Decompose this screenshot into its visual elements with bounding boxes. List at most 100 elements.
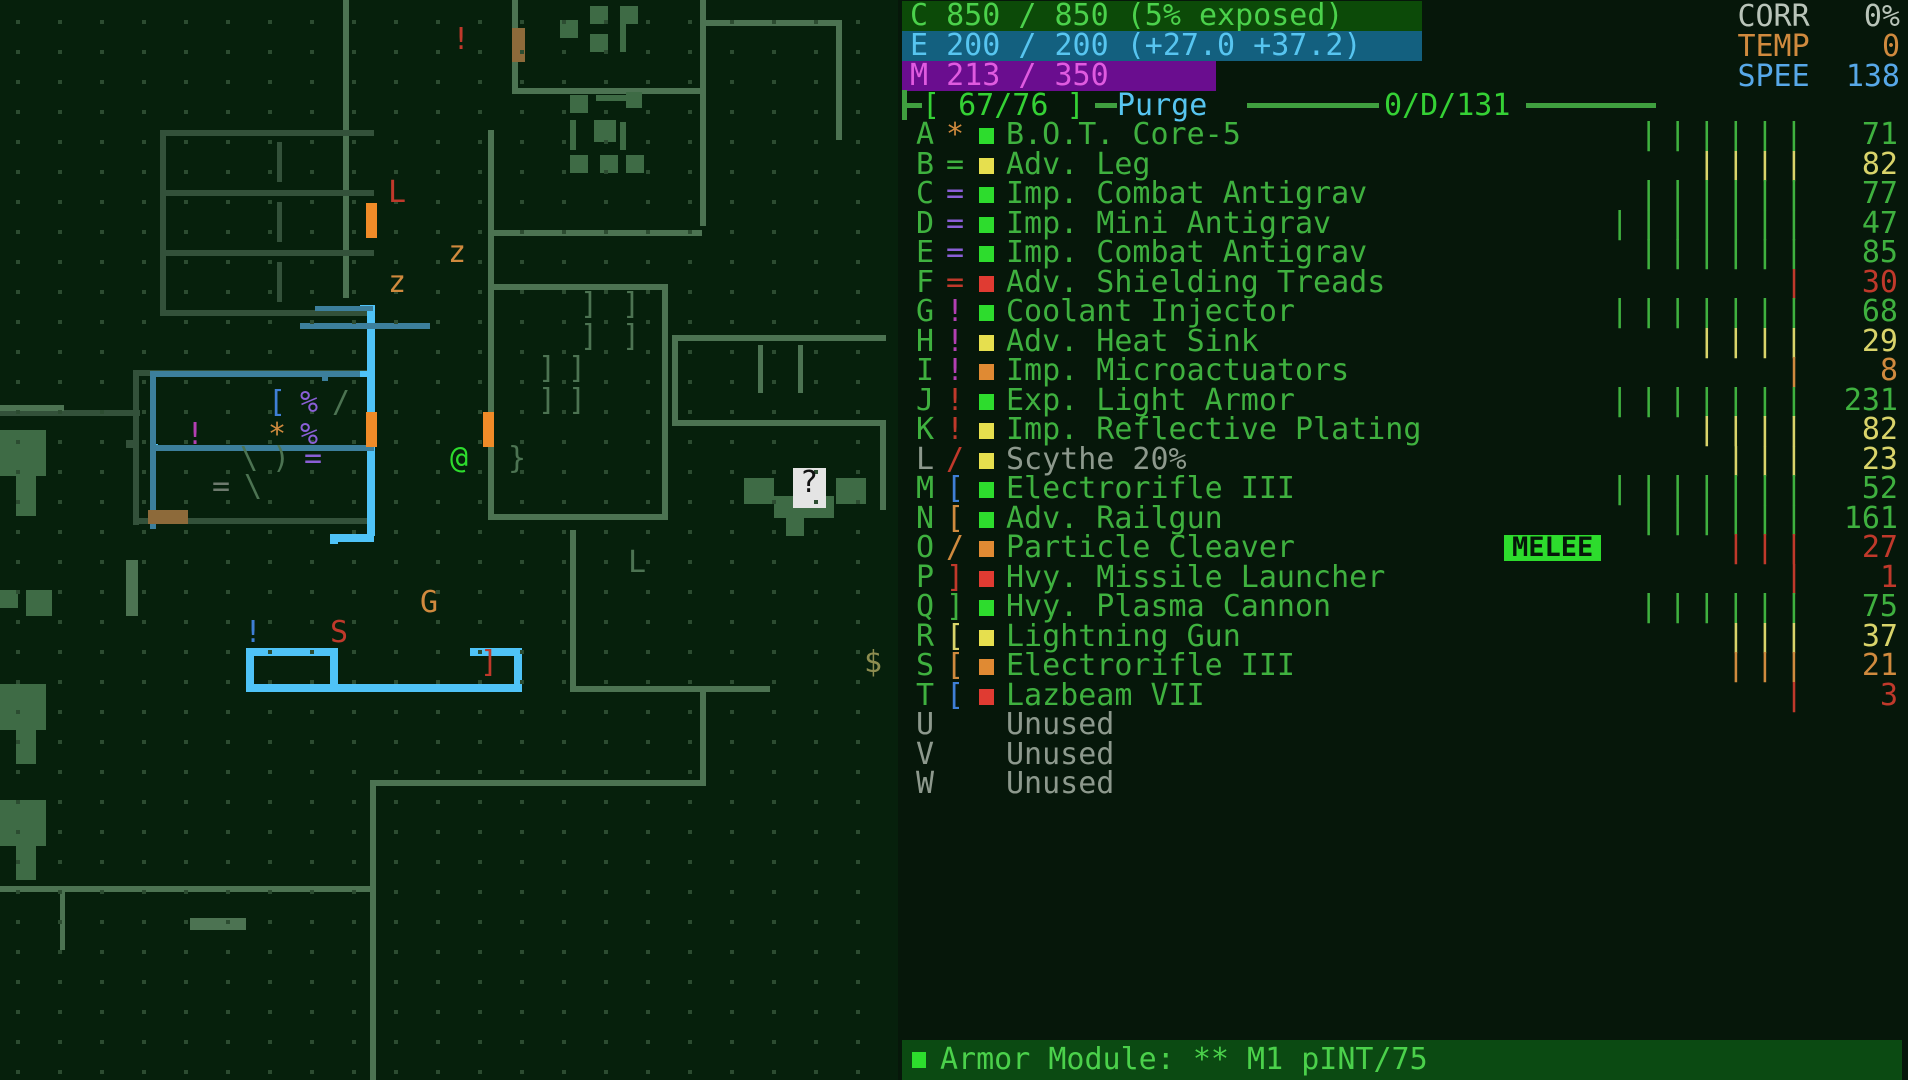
part-row[interactable]: C=Imp. Combat Antigrav||||||77 xyxy=(902,179,1906,209)
part-row[interactable]: A*B.O.T. Core-5||||||71 xyxy=(902,120,1906,150)
floor-dot xyxy=(520,860,524,864)
floor-dot xyxy=(814,860,818,864)
floor-dot xyxy=(268,950,272,954)
map-glyph[interactable]: ? xyxy=(800,465,819,500)
door-orange[interactable] xyxy=(366,412,377,447)
map-glyph[interactable]: \ xyxy=(240,441,259,476)
part-row[interactable]: M[Electrorifle III|||||||52 xyxy=(902,474,1906,504)
map-block xyxy=(570,120,576,150)
map-wall xyxy=(570,686,770,692)
map-glyph[interactable]: ! xyxy=(186,417,205,452)
part-row[interactable]: S[Electrorifle III|||21 xyxy=(902,651,1906,681)
part-row[interactable]: H!Adv. Heat Sink||||29 xyxy=(902,323,1906,359)
floor-dot xyxy=(436,110,440,114)
floor-dot xyxy=(16,560,20,564)
map-glyph[interactable]: ] xyxy=(622,319,641,354)
floor-dot xyxy=(856,110,860,114)
part-row[interactable]: I!Imp. Microactuators|8 xyxy=(902,356,1906,386)
map-glyph[interactable]: L xyxy=(388,175,407,210)
floor-dot xyxy=(268,410,272,414)
floor-dot xyxy=(226,710,230,714)
part-name: Adv. Heat Sink xyxy=(1006,323,1259,359)
map-glyph[interactable]: ] xyxy=(568,351,587,386)
map-glyph[interactable]: [ xyxy=(268,385,287,420)
map-glyph[interactable]: z xyxy=(448,235,467,270)
map-glyph[interactable]: ] xyxy=(580,319,599,354)
part-row[interactable]: K!Imp. Reflective Plating||||82 xyxy=(902,415,1906,445)
floor-dot xyxy=(520,170,524,174)
part-row[interactable]: Q]Hvy. Plasma Cannon||||||75 xyxy=(902,592,1906,622)
part-row[interactable]: R[Lightning Gun|||37 xyxy=(902,621,1906,652)
player-glyph[interactable]: @ xyxy=(450,441,469,476)
part-row[interactable]: P]Hvy. Missile Launcher|1 xyxy=(902,559,1906,595)
map-block xyxy=(570,155,588,173)
map-glyph[interactable]: ] xyxy=(538,351,557,386)
map-glyph[interactable]: ! xyxy=(452,22,471,57)
map-glyph[interactable]: ] xyxy=(580,287,599,322)
part-row[interactable]: G!Coolant Injector|||||||68 xyxy=(902,297,1906,327)
floor-dot xyxy=(520,260,524,264)
map-glyph[interactable]: ] xyxy=(480,645,499,680)
floor-dot xyxy=(58,1010,62,1014)
map-glyph[interactable]: = xyxy=(212,469,231,504)
floor-dot xyxy=(58,980,62,984)
floor-dot xyxy=(142,860,146,864)
part-letter: O xyxy=(916,530,935,565)
map-glyph[interactable]: S xyxy=(330,615,349,650)
part-row[interactable]: T[Lazbeam VII|3 xyxy=(902,680,1906,711)
part-letter: E xyxy=(916,235,935,270)
floor-dot xyxy=(184,410,188,414)
floor-dot xyxy=(226,350,230,354)
map-glyph[interactable]: ] xyxy=(622,287,641,322)
floor-dot xyxy=(226,320,230,324)
part-row[interactable]: N[Adv. Railgun||||||161 xyxy=(902,503,1906,534)
part-row[interactable]: J!Exp. Light Armor|||||||231 xyxy=(902,385,1906,416)
unknown-entity-highlight[interactable] xyxy=(793,468,826,508)
map-glyph[interactable]: = xyxy=(304,441,323,476)
map-glyph[interactable]: G xyxy=(420,585,439,620)
map-glyph[interactable]: * xyxy=(268,417,287,452)
floor-dot xyxy=(352,590,356,594)
floor-dot xyxy=(814,710,818,714)
map-glyph[interactable]: % xyxy=(300,385,319,420)
part-row[interactable]: D=Imp. Mini Antigrav|||||||47 xyxy=(902,208,1906,239)
floor-dot xyxy=(142,710,146,714)
map-glyph[interactable]: ] xyxy=(538,383,557,418)
floor-dot xyxy=(184,890,188,894)
floor-dot xyxy=(436,140,440,144)
part-row[interactable]: F=Adv. Shielding Treads|30 xyxy=(902,267,1906,298)
map-glyph[interactable]: ] xyxy=(568,383,587,418)
part-row[interactable]: B=Adv. Leg||||82 xyxy=(902,149,1906,180)
map-glyph[interactable]: \ xyxy=(244,469,263,504)
door-brown[interactable] xyxy=(512,28,525,62)
floor-dot xyxy=(16,410,20,414)
floor-dot xyxy=(58,920,62,924)
part-row[interactable]: E=Imp. Combat Antigrav||||||85 xyxy=(902,238,1906,268)
core-integrity-label: C 850 / 850 (5% exposed) xyxy=(910,0,1344,33)
map-glyph[interactable]: % xyxy=(300,417,319,452)
map-glyph[interactable]: L xyxy=(628,545,647,580)
floor-dot xyxy=(352,650,356,654)
part-integrity-bar: | xyxy=(1784,559,1814,595)
map-glyph[interactable]: z xyxy=(388,265,407,300)
floor-dot xyxy=(310,950,314,954)
door-brown[interactable] xyxy=(148,510,188,524)
map-glyph[interactable]: / xyxy=(332,385,351,420)
map-glyph[interactable]: $ xyxy=(864,645,883,680)
map-glyph[interactable]: ! xyxy=(244,615,263,650)
door-orange[interactable] xyxy=(483,412,494,447)
map-wall xyxy=(160,130,374,136)
part-condition-chip-icon xyxy=(979,482,994,498)
part-type-icon: [ xyxy=(946,648,965,683)
speed-value: 138 xyxy=(1845,59,1900,94)
map-glyph[interactable]: ) xyxy=(272,441,291,476)
door-orange[interactable] xyxy=(366,203,377,238)
map-glyph[interactable]: } xyxy=(508,441,527,476)
part-row[interactable]: L/Scythe 20%|||23 xyxy=(902,444,1906,475)
